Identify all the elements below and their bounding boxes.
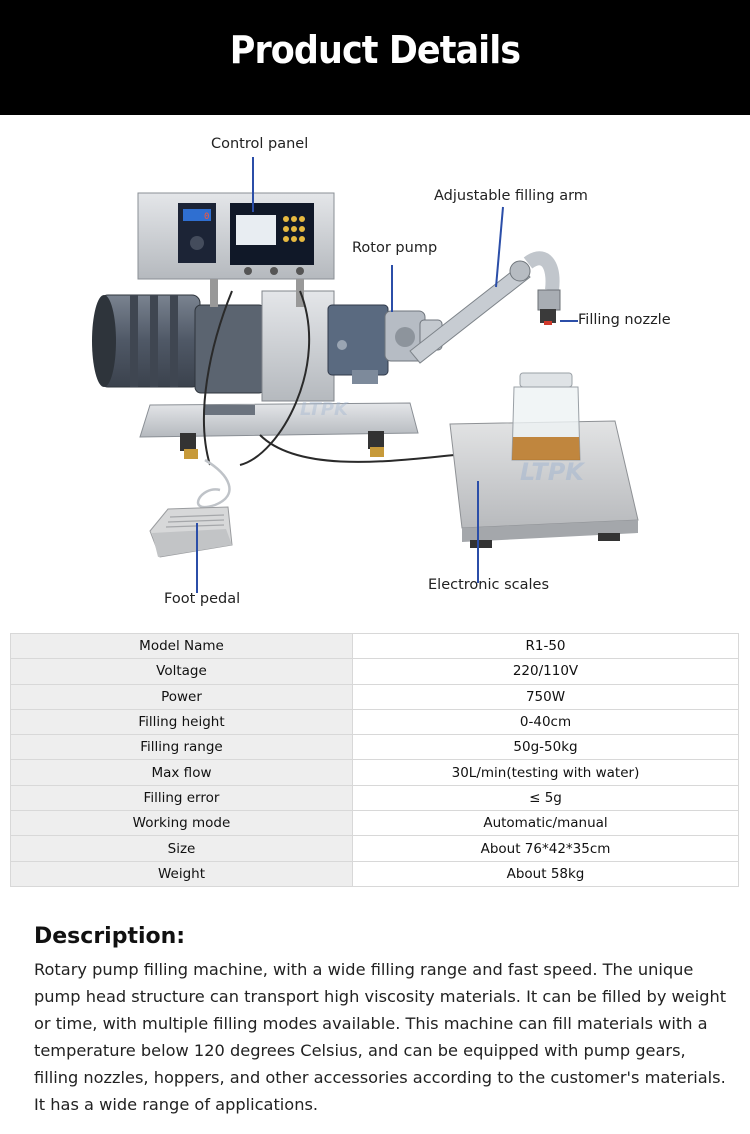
spec-label: Voltage	[10, 658, 353, 685]
callout-control-panel: Control panel	[211, 136, 309, 152]
spec-label: Working mode	[10, 810, 353, 837]
spec-value: Automatic/manual	[352, 810, 739, 837]
spec-value: About 58kg	[352, 860, 739, 887]
product-figure: 0	[0, 115, 750, 620]
callout-pointers	[196, 157, 578, 593]
callout-foot-pedal: Foot pedal	[164, 591, 241, 607]
motor	[92, 294, 266, 415]
watermark-2: LTPK	[300, 399, 350, 420]
spec-value: 750W	[352, 683, 739, 710]
spec-value: 0-40cm	[352, 708, 739, 736]
page-title: Product Details	[229, 28, 521, 72]
spec-value: 220/110V	[352, 658, 739, 685]
page-header: Product Details	[0, 0, 750, 115]
display-reading: 0	[204, 212, 209, 222]
spec-label: Size	[10, 835, 353, 862]
spec-value: 50g-50kg	[352, 734, 739, 761]
description-text: Rotary pump filling machine, with a wide…	[34, 960, 727, 1114]
control-box: 0	[137, 192, 335, 307]
electronic-scale	[449, 420, 639, 548]
cables	[202, 290, 456, 466]
pump-housing	[261, 290, 389, 402]
callout-rotor-pump: Rotor pump	[352, 240, 438, 256]
spec-label: Weight	[10, 860, 353, 887]
spec-label: Filling height	[10, 708, 353, 736]
pedal-cable	[196, 458, 231, 509]
callout-electronic-scales: Electronic scales	[428, 577, 549, 593]
filling-arm	[409, 251, 561, 364]
callout-filling-arm: Adjustable filling arm	[434, 188, 588, 204]
spec-label: Max flow	[10, 759, 353, 786]
watermark: LTPK	[520, 458, 586, 486]
spec-value: ≤ 5g	[352, 784, 739, 812]
spec-label: Filling error	[10, 784, 353, 812]
base-plate	[139, 402, 419, 459]
spec-label: Model Name	[10, 632, 353, 660]
spec-value: 30L/min(testing with water)	[352, 759, 739, 786]
callout-filling-nozzle: Filling nozzle	[578, 312, 671, 328]
spec-value: About 76*42*35cm	[352, 835, 739, 862]
spec-label: Filling range	[10, 734, 353, 761]
table-row: Filling error≤ 5g	[10, 784, 739, 812]
foot-pedal	[149, 506, 233, 558]
spec-value: R1-50	[352, 632, 739, 660]
honey-jar	[511, 372, 581, 461]
spec-label: Power	[10, 683, 353, 710]
description-heading: Description:	[34, 924, 186, 949]
machine-illustration: 0	[92, 157, 639, 593]
